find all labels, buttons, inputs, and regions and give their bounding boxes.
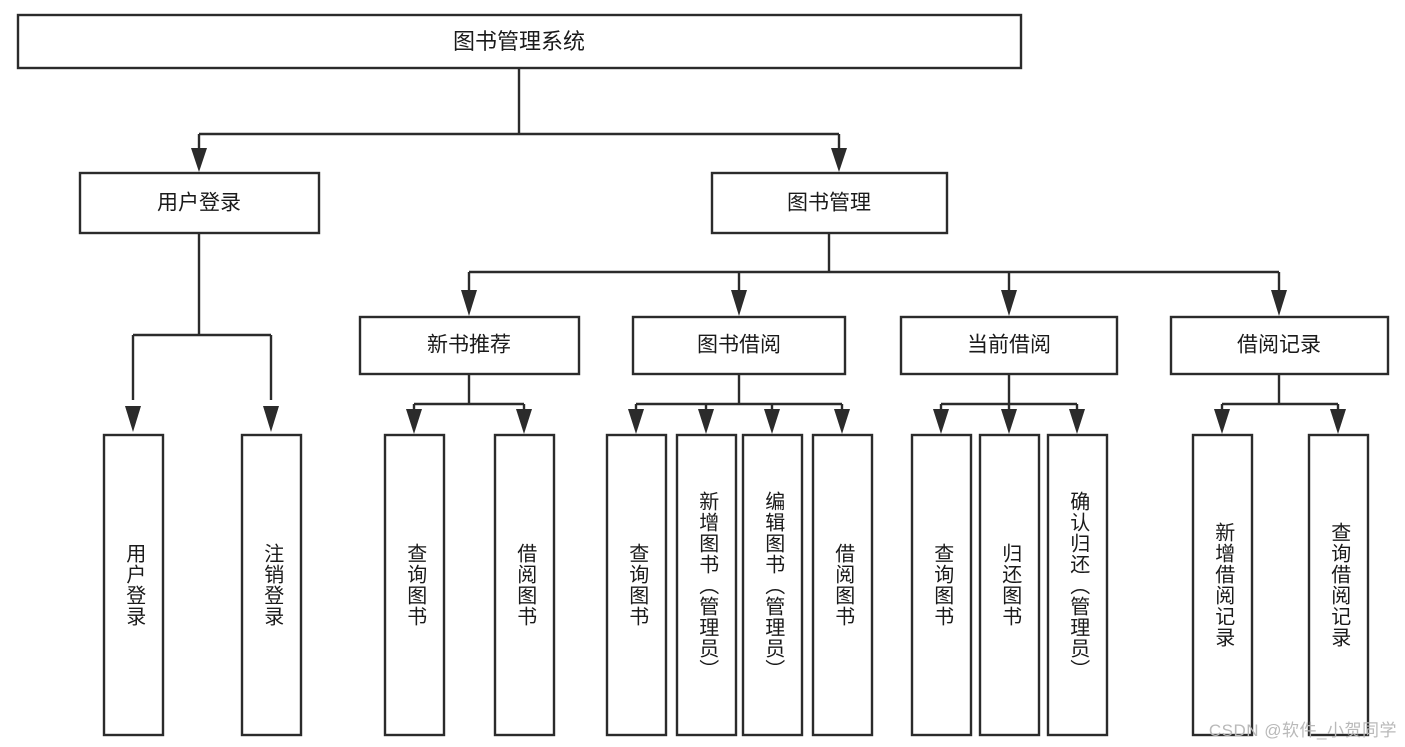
connector-bookmgmt-to-level2 — [461, 233, 1287, 316]
connector-bookborrow-to-leaves — [628, 374, 850, 434]
leaf-box-query-book-current[interactable] — [910, 433, 973, 737]
leaf-box-query-book-borrow[interactable] — [605, 433, 668, 737]
arrow-head-icon — [1069, 409, 1085, 434]
node-root-book-management-system[interactable]: 图书管理系统 — [16, 13, 1023, 70]
arrow-head-icon — [461, 290, 477, 316]
node-book-management[interactable]: 图书管理 — [710, 171, 949, 235]
leaf-box-user-login[interactable] — [102, 433, 165, 737]
leaf-box-confirm-return-admin[interactable] — [1046, 433, 1109, 737]
node-label-root: 图书管理系统 — [453, 29, 585, 54]
leaf-box-edit-book-admin[interactable] — [741, 433, 804, 737]
leaf-box-return-book[interactable] — [978, 433, 1041, 737]
arrow-head-icon — [764, 409, 780, 434]
csdn-watermark: CSDN @软件_小贺同学 — [1208, 721, 1397, 740]
leaf-box-query-borrow-record[interactable] — [1307, 433, 1370, 737]
arrow-head-icon — [933, 409, 949, 434]
arrow-head-icon — [831, 148, 847, 172]
node-label-new-book-recommend: 新书推荐 — [427, 334, 511, 357]
arrow-head-icon — [698, 409, 714, 434]
node-borrow-record[interactable]: 借阅记录 — [1169, 315, 1390, 376]
node-label-book-management: 图书管理 — [787, 192, 871, 215]
leaf-box-borrow-book[interactable] — [811, 433, 874, 737]
arrow-head-icon — [1214, 409, 1230, 434]
arrow-head-icon — [731, 290, 747, 316]
leaf-box-query-book-recommend[interactable] — [383, 433, 446, 737]
arrow-head-icon — [1001, 409, 1017, 434]
leaf-box-add-borrow-record[interactable] — [1191, 433, 1254, 737]
arrow-head-icon — [1001, 290, 1017, 316]
node-user-login[interactable]: 用户登录 — [78, 171, 321, 235]
leaf-box-add-book-admin[interactable] — [675, 433, 738, 737]
node-new-book-recommend[interactable]: 新书推荐 — [358, 315, 581, 376]
arrow-head-icon — [1271, 290, 1287, 316]
node-label-book-borrow: 图书借阅 — [697, 334, 781, 357]
arrow-head-icon — [516, 409, 532, 434]
connector-root-to-level1 — [191, 68, 847, 172]
node-label-current-borrow: 当前借阅 — [967, 334, 1051, 357]
leaf-box-logout[interactable] — [240, 433, 303, 737]
node-book-borrow[interactable]: 图书借阅 — [631, 315, 847, 376]
arrow-head-icon — [263, 406, 279, 432]
arrow-head-icon — [834, 409, 850, 434]
arrow-head-icon — [191, 148, 207, 172]
connector-userlogin-to-leaves — [125, 233, 279, 432]
connector-borrowrecord-to-leaves — [1214, 374, 1346, 434]
arrow-head-icon — [406, 409, 422, 434]
arrow-head-icon — [125, 406, 141, 432]
node-label-borrow-record: 借阅记录 — [1237, 334, 1321, 357]
arrow-head-icon — [628, 409, 644, 434]
node-label-user-login: 用户登录 — [157, 192, 241, 215]
node-current-borrow[interactable]: 当前借阅 — [899, 315, 1119, 376]
arrow-head-icon — [1330, 409, 1346, 434]
connector-currentborrow-to-leaves — [933, 374, 1085, 434]
connector-newbook-to-leaves — [406, 374, 532, 434]
leaf-box-borrow-book-recommend[interactable] — [493, 433, 556, 737]
